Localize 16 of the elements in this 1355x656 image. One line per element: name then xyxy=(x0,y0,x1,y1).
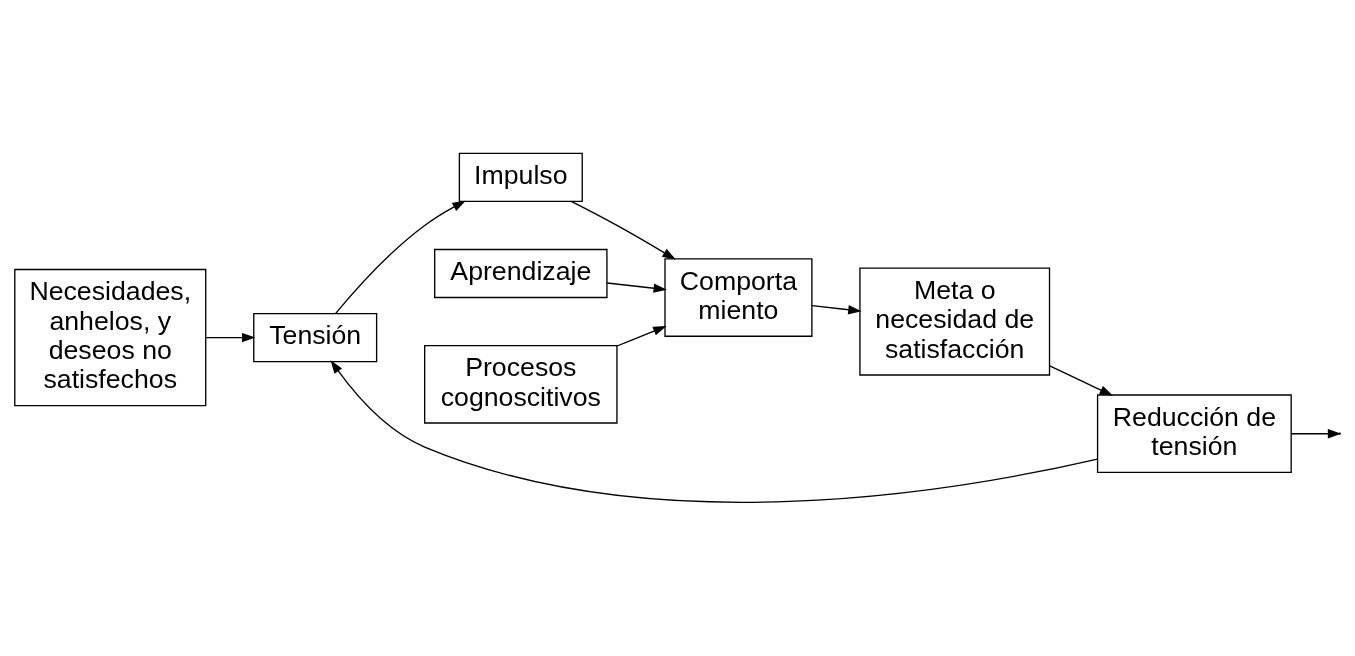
node-box: Reducción de tensión xyxy=(1096,394,1292,474)
node-box: Meta o necesidad de satisfacción xyxy=(859,267,1051,376)
node-box: Aprendizaje xyxy=(434,248,608,299)
arrow xyxy=(811,305,862,315)
node-box: Procesos cognoscitivos xyxy=(424,344,618,424)
arrow xyxy=(1049,365,1113,396)
arrow xyxy=(335,200,466,315)
arrow xyxy=(606,282,667,293)
arrow xyxy=(205,332,256,343)
arrow xyxy=(330,360,1099,503)
node-box: Necesidades, anhelos, y deseos no satisfechos xyxy=(14,268,207,407)
node-box: Comporta miento xyxy=(664,258,813,337)
arrow xyxy=(616,326,667,347)
node-box: Impulso xyxy=(458,152,583,203)
node-box: Tensión xyxy=(253,312,378,363)
arrow xyxy=(570,200,676,260)
